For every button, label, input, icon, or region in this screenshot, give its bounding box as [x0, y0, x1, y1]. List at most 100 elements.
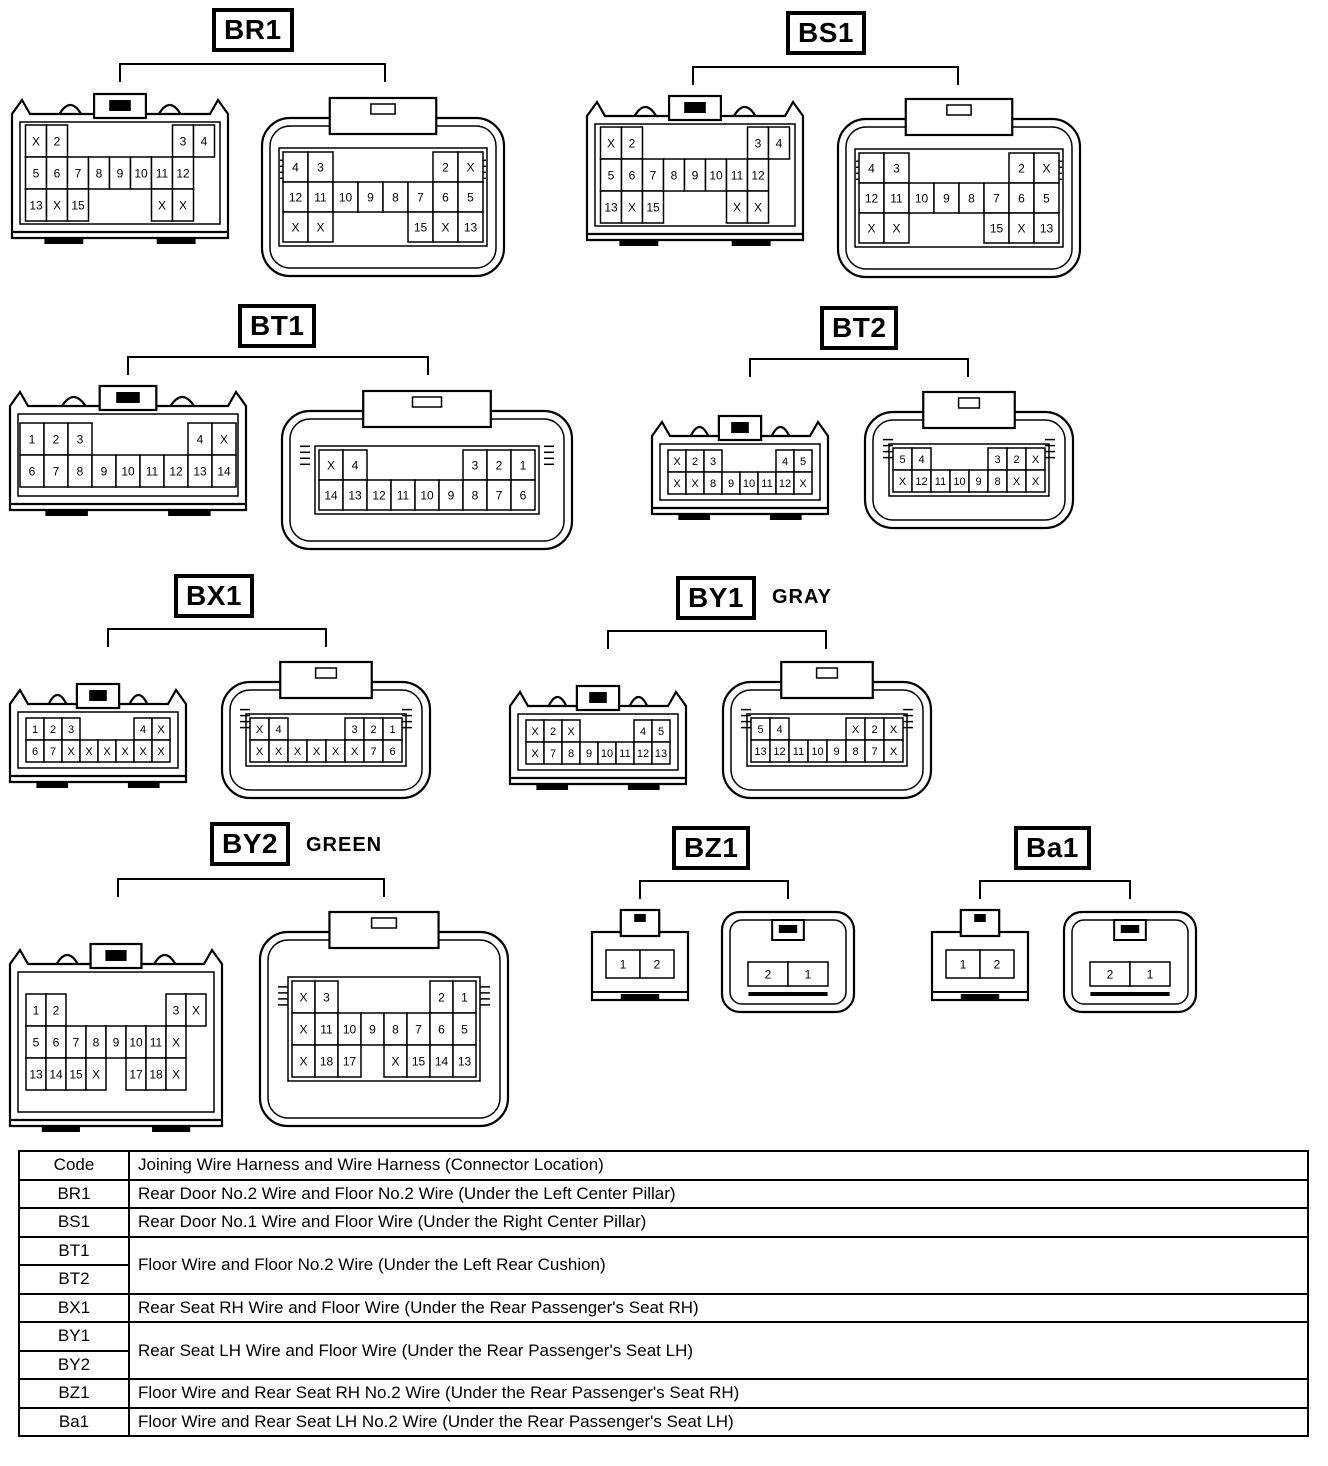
pin-cell — [457, 181, 484, 213]
table-row: BS1 Rear Door No.1 Wire and Floor Wire (… — [18, 1207, 1309, 1238]
pin-cell — [452, 1044, 477, 1078]
pin-label: 9 — [369, 1022, 376, 1036]
pin-label: 6 — [53, 1035, 60, 1049]
pin-label: X — [103, 746, 111, 758]
pin-cell — [390, 479, 416, 511]
pin-cell — [151, 739, 171, 763]
lock-tab — [1120, 925, 1140, 933]
pin-cell — [165, 1057, 187, 1091]
pin-cell — [457, 211, 484, 243]
pin-cell — [767, 126, 791, 160]
lock-tab — [89, 690, 107, 701]
housing-bump — [61, 395, 87, 407]
pin-cell — [19, 422, 45, 456]
housing-bump — [628, 695, 649, 707]
pin-cell — [883, 212, 910, 244]
pin-label: 3 — [180, 134, 187, 148]
pin-label: 7 — [75, 166, 82, 180]
pin-label: 3 — [994, 454, 1000, 466]
housing-bump — [689, 425, 710, 437]
pin-label: 5 — [461, 1022, 468, 1036]
pin-label: X — [1013, 476, 1021, 488]
table-cell-desc: Rear Door No.1 Wire and Floor Wire (Unde… — [128, 1207, 1309, 1238]
pin-label: 2 — [1018, 161, 1025, 175]
pin-label: 14 — [49, 1067, 63, 1081]
housing-foot — [620, 994, 660, 999]
pin-label: 3 — [893, 161, 900, 175]
pin-label: 8 — [968, 191, 975, 205]
pin-cell — [211, 454, 237, 488]
pin-label: 5 — [658, 726, 664, 738]
pin-label: X — [139, 746, 147, 758]
pin-label: 12 — [372, 488, 386, 502]
pin-label: X — [673, 478, 681, 490]
pin-label: 9 — [448, 488, 455, 502]
pin-cell — [307, 151, 334, 183]
pin-label: 13 — [655, 748, 667, 760]
pin-label: 12 — [176, 166, 190, 180]
lock-tab — [634, 914, 646, 922]
pin-label: X — [351, 746, 359, 758]
pin-label: X — [275, 746, 283, 758]
pin-label: X — [299, 1022, 307, 1036]
pin-frame — [854, 148, 1064, 248]
pin-label: 12 — [637, 748, 649, 760]
pin-label: X — [892, 221, 900, 235]
pin-cell — [639, 949, 675, 979]
housing-bump — [633, 105, 658, 117]
housing-foot — [152, 1126, 191, 1132]
pin-label: 2 — [692, 456, 698, 468]
pin-label: 7 — [496, 488, 503, 502]
pin-label: 14 — [217, 464, 231, 478]
lock-tab — [370, 917, 398, 929]
lock-tab — [959, 908, 1001, 938]
pin-cell — [746, 190, 770, 224]
connector-code-table: Code Joining Wire Harness and Wire Harne… — [18, 1150, 1309, 1437]
pin-frame — [278, 147, 488, 247]
pin-label: 11 — [320, 1022, 333, 1036]
pin-label: X — [291, 220, 299, 234]
table-row: BT1 Floor Wire and Floor No.2 Wire (Unde… — [18, 1235, 1309, 1295]
pin-label: X — [890, 724, 898, 736]
housing-bump — [169, 395, 195, 407]
housing-bump — [128, 693, 149, 705]
pin-label: X — [466, 160, 474, 174]
housing-foot — [156, 238, 196, 244]
pin-label: X — [852, 724, 860, 736]
pin-label: X — [85, 746, 93, 758]
pin-cell — [793, 471, 813, 495]
pin-label: 7 — [650, 168, 657, 182]
pin-label: X — [299, 990, 307, 1004]
housing-bump — [58, 103, 83, 115]
pin-label: 4 — [197, 432, 204, 446]
pin-label: 1 — [389, 724, 395, 736]
lock-tab — [116, 392, 140, 403]
housing-foot — [41, 1126, 80, 1132]
pin-label: 12 — [779, 478, 791, 490]
pin-label: 8 — [93, 1035, 100, 1049]
pin-label: X — [256, 724, 264, 736]
pin-cell — [983, 212, 1010, 244]
pin-cell — [382, 181, 409, 213]
pin-label: 1 — [520, 458, 527, 472]
pin-cell — [332, 181, 359, 213]
pin-label: 11 — [890, 191, 903, 205]
pin-label: X — [172, 1067, 180, 1081]
housing-bump — [153, 953, 177, 965]
pin-label: X — [899, 476, 907, 488]
pin-label: X — [220, 432, 228, 446]
pin-label: 15 — [990, 221, 1004, 235]
lock-tab — [957, 397, 981, 409]
lock-tab — [109, 100, 131, 111]
pin-label: 3 — [317, 160, 324, 174]
pin-label: 8 — [96, 166, 103, 180]
pin-label: 6 — [1018, 191, 1025, 205]
pin-label: 3 — [351, 724, 357, 736]
pin-label: 10 — [953, 476, 965, 488]
pin-cell — [1129, 961, 1171, 987]
pin-frame — [888, 443, 1050, 497]
